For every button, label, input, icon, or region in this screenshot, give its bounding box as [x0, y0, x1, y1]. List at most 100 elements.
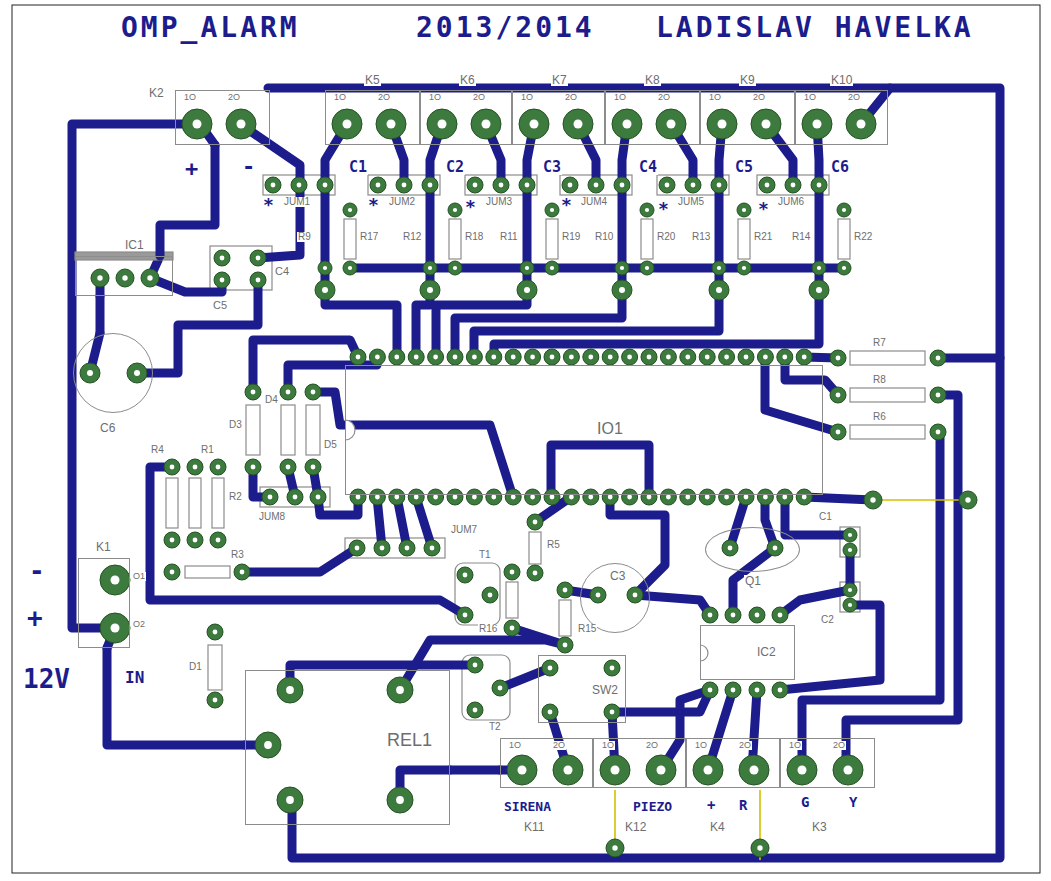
copper-text: -	[28, 558, 46, 584]
silkscreen-label: R8	[872, 375, 887, 385]
trace-connector	[160, 145, 215, 256]
copper-text: G	[800, 795, 810, 809]
drill-hole	[170, 538, 175, 543]
drill-hole	[633, 593, 638, 598]
silkscreen-label: 2O	[738, 741, 752, 750]
part-designator: SW2	[591, 684, 619, 696]
drill-hole	[791, 183, 796, 188]
silkscreen-label: O1	[132, 572, 146, 581]
silkscreen-label: R9	[297, 232, 312, 242]
drill-hole	[343, 120, 352, 129]
solder-pad	[471, 109, 501, 139]
solder-pad	[349, 540, 365, 556]
drill-hole	[550, 495, 555, 500]
drill-hole	[530, 120, 539, 129]
board-heading: LADISLAV HAVELKA	[655, 14, 975, 42]
solder-pad	[427, 109, 457, 139]
solder-pad	[545, 203, 559, 217]
drill-hole	[965, 497, 970, 502]
solder-pad	[542, 704, 558, 720]
drill-hole	[463, 613, 468, 618]
solder-pad	[420, 280, 440, 300]
drill-hole	[842, 208, 846, 212]
drill-hole	[647, 355, 652, 360]
solder-pad	[332, 109, 362, 139]
solder-pad	[602, 489, 618, 505]
solder-pad	[583, 349, 599, 365]
solder-pad	[759, 177, 775, 193]
solder-pad	[448, 203, 462, 217]
silkscreen-label: R2	[228, 492, 243, 502]
silkscreen-label: 1O	[520, 93, 534, 102]
solder-pad	[614, 177, 630, 193]
solder-pad	[837, 261, 851, 275]
solder-pad	[376, 109, 406, 139]
drill-hole	[817, 266, 821, 270]
solder-pad	[846, 109, 876, 139]
silkscreen-label: 1O	[183, 93, 197, 102]
drill-hole	[610, 710, 615, 715]
relay-outline: REL1	[245, 670, 450, 825]
solder-pad	[544, 349, 560, 365]
solder-pad	[343, 261, 357, 275]
copper-text: *	[367, 196, 380, 214]
drill-hole	[645, 208, 649, 212]
solder-pad	[725, 607, 741, 623]
drill-hole	[744, 495, 749, 500]
solder-pad	[739, 755, 769, 785]
drill-hole	[286, 796, 294, 804]
solder-pad	[187, 459, 203, 475]
jumper-wires	[615, 500, 968, 860]
silkscreen-label: C5	[212, 300, 228, 311]
silkscreen-label: R14	[791, 232, 811, 242]
drill-hole	[472, 495, 477, 500]
solder-pad	[640, 203, 654, 217]
drill-hole	[705, 355, 710, 360]
drill-hole	[256, 278, 261, 283]
copper-text: +	[26, 605, 44, 631]
drill-hole	[755, 688, 760, 693]
drill-hole	[742, 266, 746, 270]
drill-hole	[802, 495, 807, 500]
drill-hole	[568, 183, 573, 188]
drill-hole	[533, 571, 538, 576]
silkscreen-label: R22	[853, 232, 873, 242]
drill-hole	[293, 495, 298, 500]
drill-hole	[311, 465, 316, 470]
solder-pad	[640, 261, 654, 275]
solder-pad	[612, 280, 632, 300]
drill-hole	[647, 495, 652, 500]
part-designator: K6	[459, 74, 476, 86]
drill-hole	[213, 630, 218, 635]
drill-hole	[763, 355, 768, 360]
drill-hole	[550, 266, 554, 270]
drill-hole	[402, 183, 407, 188]
drill-hole	[627, 495, 632, 500]
drill-hole	[311, 390, 316, 395]
solder-pad	[318, 261, 332, 275]
silkscreen-label: R16	[478, 624, 498, 634]
solder-pad	[408, 489, 424, 505]
copper-text: C2	[445, 160, 465, 175]
drill-hole	[778, 688, 783, 693]
part-designator: K1	[95, 541, 112, 553]
drill-hole	[193, 538, 198, 543]
solder-pad	[660, 489, 676, 505]
solder-pad	[606, 839, 624, 857]
silkscreen-label: 2O	[847, 93, 861, 102]
solder-pad	[772, 607, 788, 623]
drill-hole	[563, 588, 568, 593]
drill-hole	[453, 495, 458, 500]
drill-hole	[511, 355, 516, 360]
copper-text: IN	[124, 670, 145, 686]
part-designator: C3	[609, 570, 626, 582]
drill-hole	[610, 666, 615, 671]
drill-hole	[491, 355, 496, 360]
solder-pad	[757, 489, 773, 505]
solder-pad	[369, 349, 385, 365]
solder-pad	[505, 349, 521, 365]
drill-hole	[611, 766, 620, 775]
drill-hole	[588, 355, 593, 360]
solder-pad	[466, 489, 482, 505]
copper-text: PIEZO	[632, 800, 673, 813]
